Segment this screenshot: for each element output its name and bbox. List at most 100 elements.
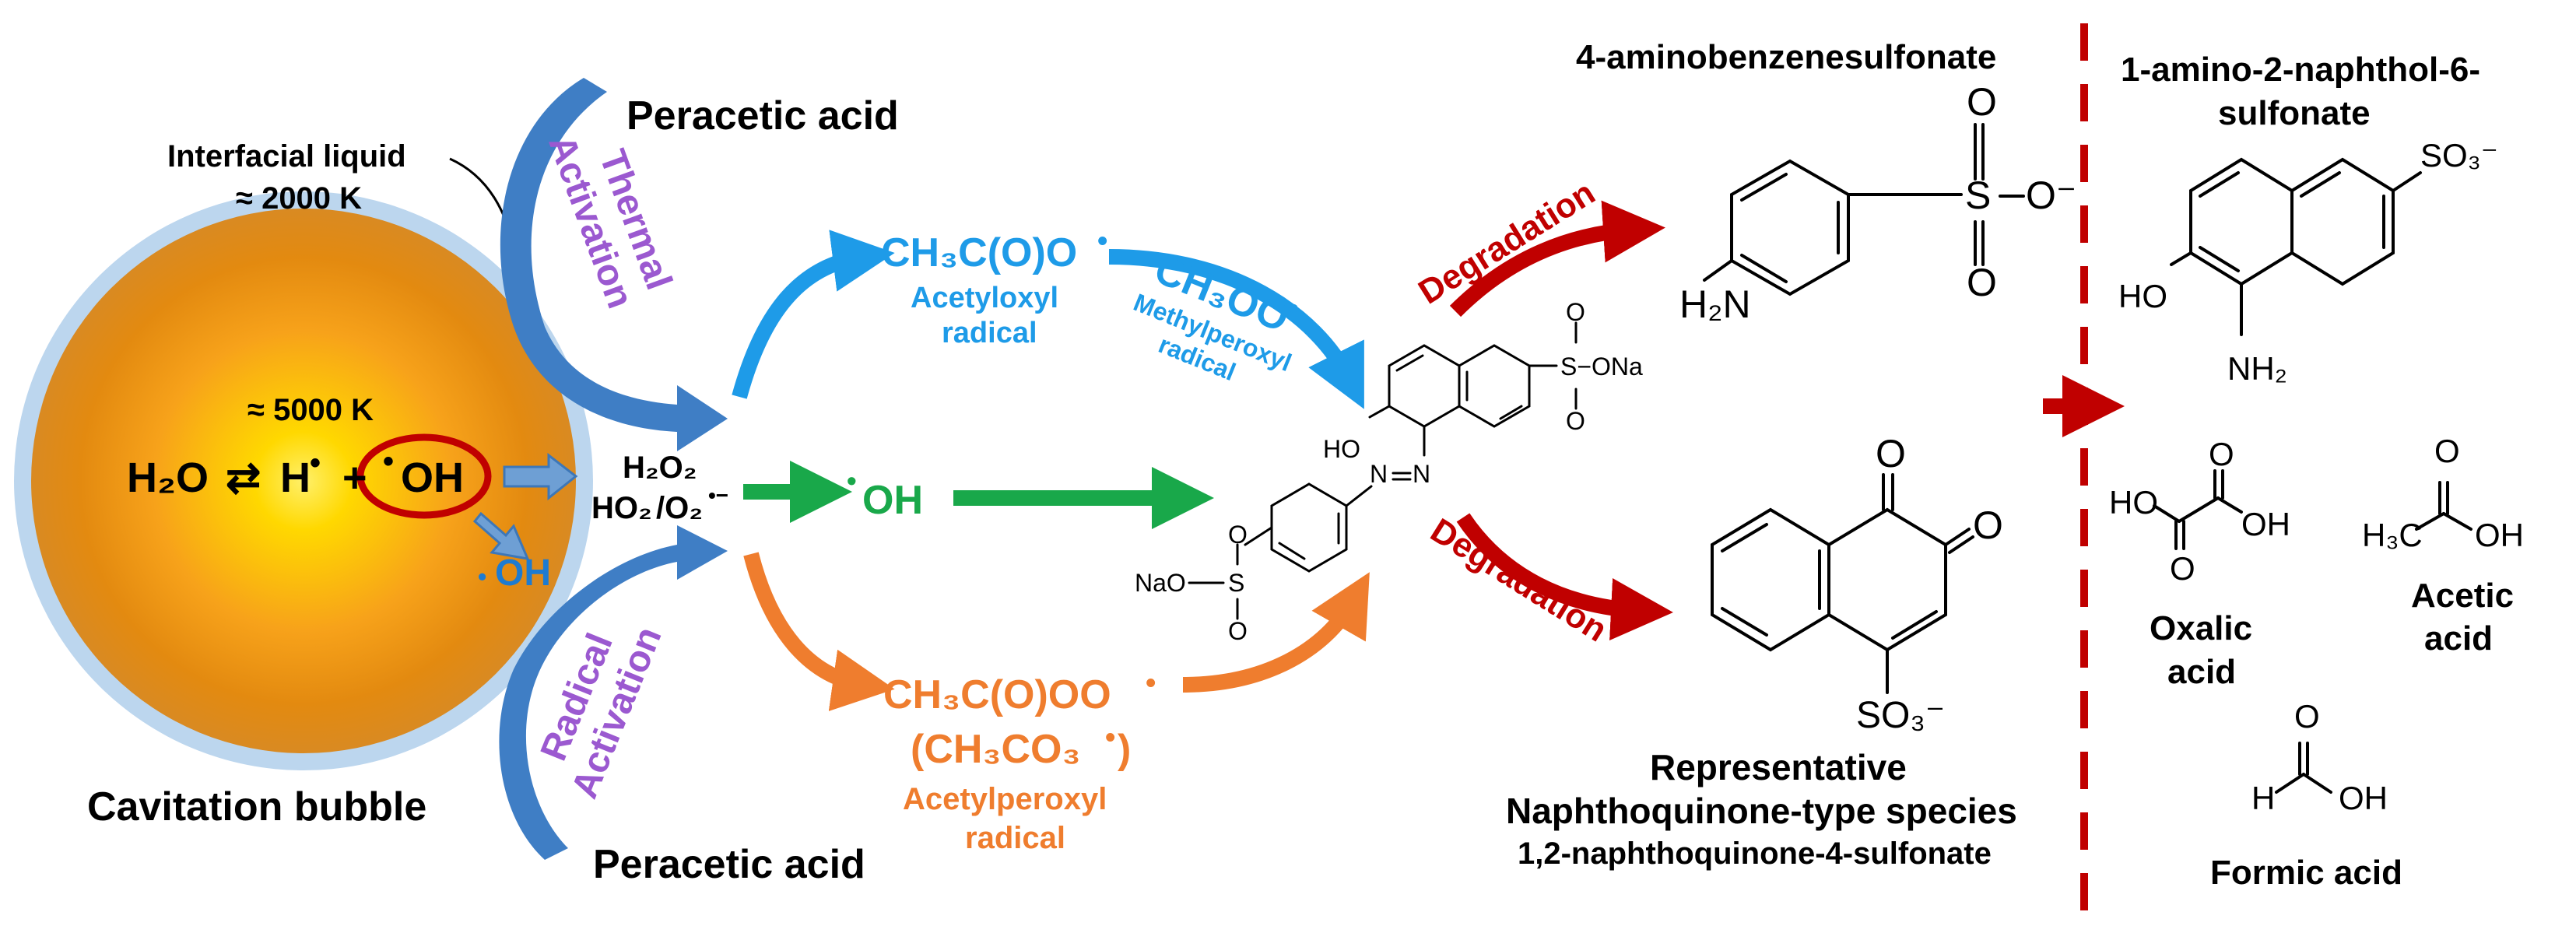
degradation-arrow-top	[1449, 200, 1665, 317]
acetylperoxyl-alt-close: )	[1118, 727, 1131, 772]
aminobenzenesulfonate-structure: H₂N S O O O⁻	[1679, 80, 2076, 326]
interfacial-liquid-label: Interfacial liquid	[167, 139, 406, 174]
h2o2-label: H₂O₂	[623, 451, 697, 485]
dye-phenyl-ring	[1270, 482, 1348, 573]
acetyloxyl-formula: CH₃C(O)O	[881, 230, 1077, 275]
an-so3: SO₃⁻	[2420, 137, 2498, 174]
formic-oh: OH	[2339, 780, 2388, 816]
nq-o-top: O	[1876, 432, 1906, 475]
eq-oh-dot: •	[383, 444, 394, 479]
nq-title3: 1,2-naphthoquinone-4-sulfonate	[1518, 837, 1992, 871]
acetic-label2: acid	[2424, 619, 2493, 658]
dye-naphthalene-ring-a	[1388, 344, 1461, 428]
sulfanilate-h2n: H₂N	[1679, 282, 1751, 326]
eq-plus: +	[342, 454, 367, 501]
dye-n2: N	[1370, 460, 1388, 488]
amino-naphthol-title2: sulfonate	[2218, 94, 2371, 132]
ho2-label: HO₂	[591, 491, 652, 525]
oxalic-oh: OH	[2241, 506, 2290, 542]
acetylperoxyl-formula: CH₃C(O)OO	[883, 672, 1111, 717]
an-ring-b	[2290, 157, 2395, 286]
eq-h: H	[280, 454, 311, 501]
sulfanilate-o-top: O	[1967, 80, 1997, 124]
formic-acid-structure: H OH O	[2251, 698, 2388, 816]
peracetic-acid-bottom: Peracetic acid	[593, 842, 865, 887]
degradation-label-bottom: Degradation	[1424, 511, 1614, 650]
amino-naphthol-title1: 1-amino-2-naphthol-6-	[2121, 51, 2480, 89]
acetic-oh: OH	[2475, 517, 2524, 553]
oxalic-o-top: O	[2209, 436, 2234, 472]
an-ho: HO	[2118, 278, 2167, 314]
aminobenzenesulfonate-title: 4-aminobenzenesulfonate	[1576, 38, 1996, 76]
dye-o-top: O	[1566, 298, 1585, 326]
oh-out-arrow-right	[503, 452, 578, 501]
acetylperoxyl-name2: radical	[965, 821, 1065, 855]
dye-o-left-bottom: O	[1228, 617, 1248, 645]
sulfanilate-s: S	[1965, 174, 1991, 217]
acetic-h3c: H₃C	[2362, 517, 2423, 553]
an-ring-a	[2189, 157, 2293, 286]
interfacial-temp-label: ≈ 2000 K	[236, 181, 362, 216]
dye-s-left: S	[1228, 569, 1244, 597]
nq-ring-a	[1711, 507, 1830, 652]
eq-h2o: H₂O	[127, 454, 209, 501]
oxalic-label1: Oxalic	[2150, 609, 2252, 647]
eq-oh: OH	[401, 454, 464, 501]
formic-o: O	[2294, 698, 2320, 735]
sulfanilate-o-bottom: O	[1967, 261, 1997, 304]
dye-o-left-top: O	[1228, 521, 1248, 549]
an-nh2: NH₂	[2227, 350, 2287, 387]
dye-so3na-top: S−ONa	[1560, 353, 1643, 381]
oh-out-label: OH	[495, 552, 551, 594]
acetic-acid-structure: H₃C OH O	[2362, 433, 2524, 553]
acetylperoxyl-alt: (CH₃CO₃	[911, 727, 1081, 772]
oh-highlight-ring	[356, 433, 492, 519]
sulfanilate-ring	[1730, 159, 1850, 296]
cavitation-bubble	[14, 191, 593, 770]
oxalic-o-b: O	[2170, 550, 2195, 587]
bubble-caption: Cavitation bubble	[87, 784, 426, 830]
methylperoxyl-to-dye-arrow	[1108, 249, 1364, 409]
acetylperoxyl-to-dye-arrow	[1182, 572, 1370, 693]
formic-h: H	[2251, 780, 2275, 816]
dye-ho: HO	[1323, 435, 1360, 463]
oh-radical-label: OH	[862, 478, 923, 523]
acetyloxyl-dot: •	[1097, 225, 1107, 258]
o2-label: /O₂	[656, 491, 703, 525]
eq-arrows: ⇄	[226, 454, 261, 501]
acetyloxyl-arrow	[732, 230, 895, 399]
dye-naphthalene-ring-b	[1458, 344, 1531, 428]
acetylperoxyl-arrow	[743, 552, 895, 711]
nq-ring-b	[1827, 507, 1947, 652]
nq-o-right: O	[1973, 503, 2003, 547]
nq-title2: Naphthoquinone-type species	[1506, 791, 2017, 831]
amino-naphthol-structure: SO₃⁻ HO NH₂	[2118, 137, 2498, 387]
acetic-label1: Acetic	[2411, 577, 2514, 615]
acetyloxyl-name1: Acetyloxyl	[911, 282, 1058, 314]
acetylperoxyl-dot: •	[1146, 667, 1156, 700]
nq-title1: Representative	[1650, 747, 1907, 787]
oxalic-ho: HO	[2109, 484, 2158, 521]
core-temp-label: ≈ 5000 K	[247, 393, 374, 427]
acetyloxyl-name2: radical	[942, 317, 1037, 349]
oxalic-acid-structure: HO OH OH O O	[2109, 436, 2290, 587]
sulfanilate-o-minus: O⁻	[2026, 174, 2076, 217]
dye-molecule: S−ONa O O HO N N S NaO O O	[1135, 298, 1643, 645]
oh-radical-dot: •	[847, 465, 857, 496]
oxalic-label2: acid	[2167, 653, 2236, 691]
nq-so3: SO₃⁻	[1856, 695, 1945, 736]
dye-o-bottom: O	[1566, 407, 1585, 435]
dye-n1: N	[1413, 460, 1430, 488]
dye-nao3s: NaO	[1135, 569, 1186, 597]
oh-out-arrow-down	[472, 511, 530, 560]
acetylperoxyl-name1: Acetylperoxyl	[903, 782, 1107, 816]
acetylperoxyl-alt-dot: •	[1105, 721, 1115, 754]
acetic-o: O	[2434, 433, 2460, 469]
radical-activation-arrow	[499, 525, 728, 860]
peracetic-acid-top: Peracetic acid	[626, 93, 899, 139]
thermal-activation-arrow	[500, 78, 728, 451]
naphthoquinone-structure: O O SO₃⁻	[1711, 432, 2003, 736]
o2-charge: •−	[708, 483, 728, 507]
thermal-activation-label: Thermal Activation	[540, 130, 679, 314]
